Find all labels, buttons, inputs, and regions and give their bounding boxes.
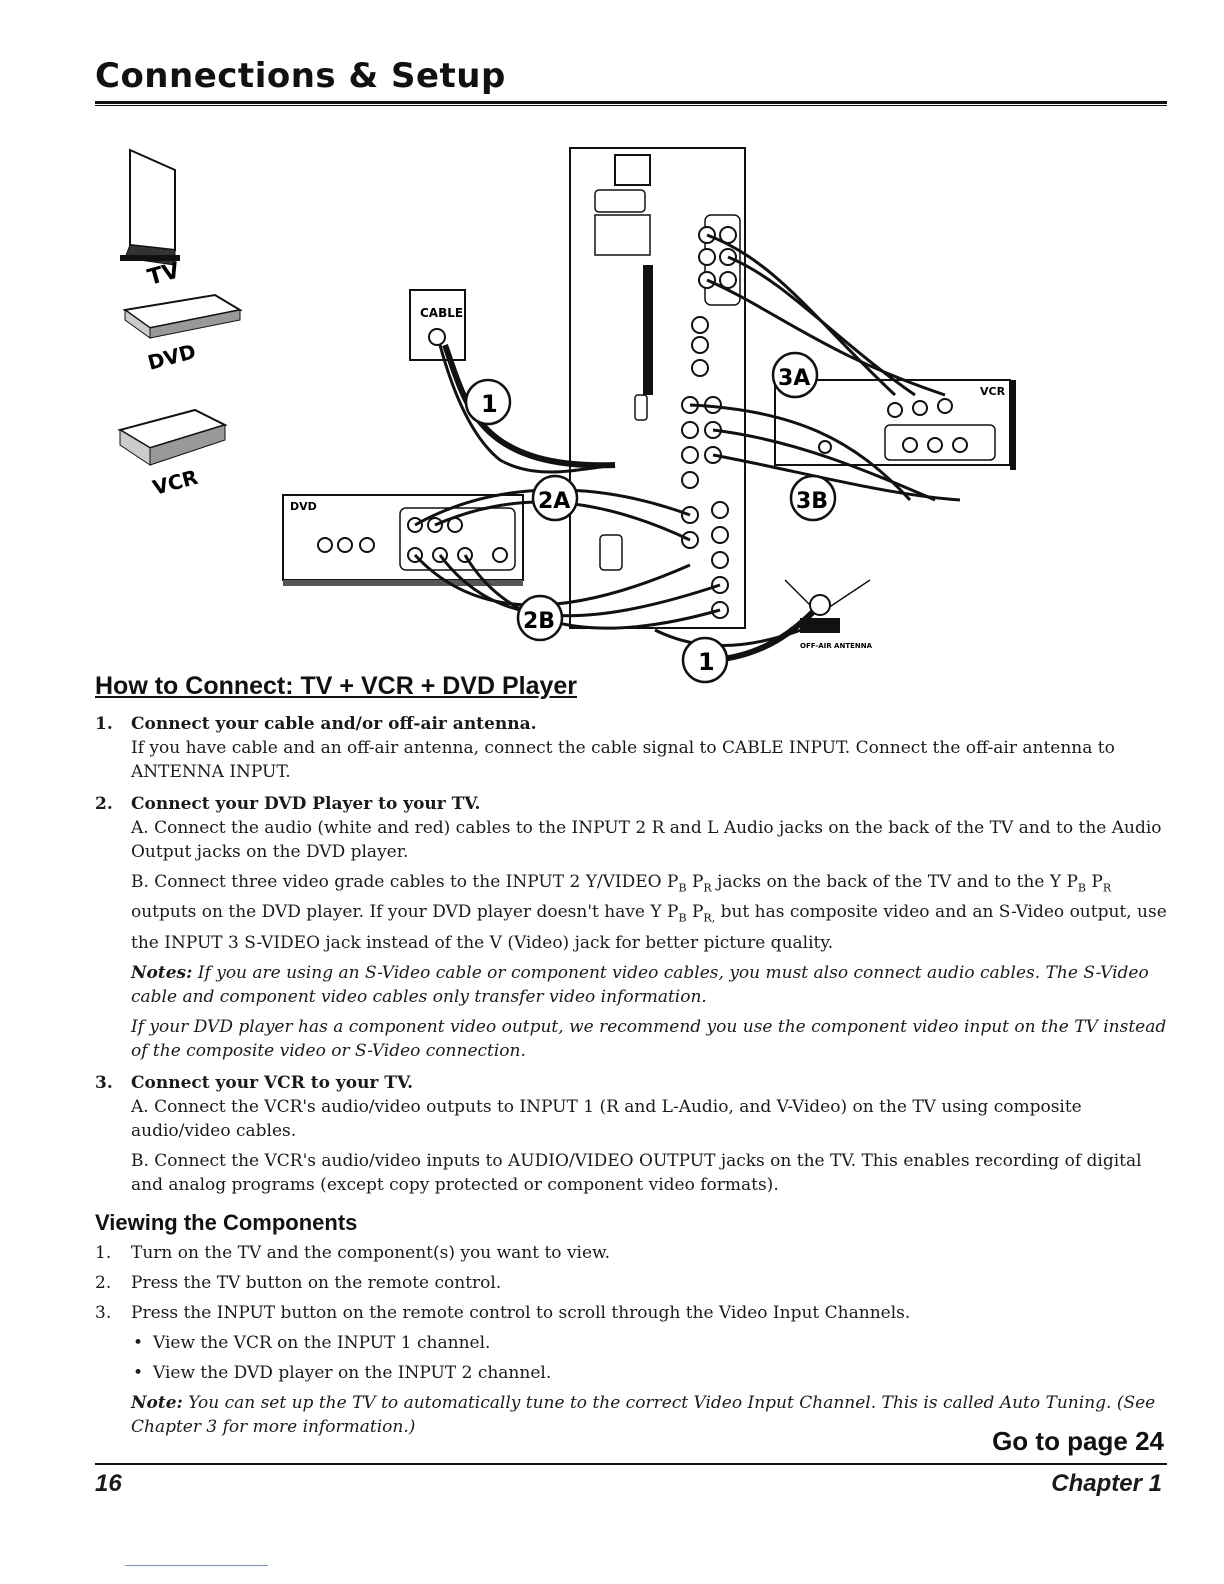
step-3: 3. Connect your VCR to your TV. A. Conne… — [95, 1071, 1167, 1197]
dvd-box-label: DVD — [290, 500, 317, 513]
goto-page-link[interactable]: Go to page 24 — [992, 1426, 1164, 1456]
viewing-item: 2.Press the TV button on the remote cont… — [95, 1272, 502, 1293]
step-number: 2. — [95, 794, 113, 814]
connection-diagram: TV DVD VCR — [95, 140, 1167, 700]
step-title: Connect your DVD Player to your TV. — [131, 794, 481, 814]
callout-2a: 2A — [531, 474, 579, 522]
instructions: 1. Connect your cable and/or off-air ant… — [95, 712, 1167, 1439]
tv-device-label: TV — [145, 258, 182, 290]
viewing-bullet: •View the VCR on the INPUT 1 channel. — [133, 1332, 491, 1353]
svg-text:3B: 3B — [796, 489, 828, 514]
dvd-device-icon — [122, 293, 243, 339]
svg-text:1: 1 — [481, 390, 498, 418]
header-rule — [95, 101, 1167, 104]
step-paragraph-a: A. Connect the VCR's audio/video outputs… — [131, 1096, 1082, 1141]
cable-wall-plate — [409, 289, 466, 361]
callout-3b: 3B — [789, 474, 837, 522]
step-title: Connect your cable and/or off-air antenn… — [131, 714, 537, 734]
callout-3a: 3A — [771, 351, 819, 399]
header-rule-thin — [95, 105, 1167, 106]
viewing-note: Note: You can set up the TV to automatic… — [131, 1392, 1156, 1437]
vcr-device-icon — [117, 408, 228, 466]
step-number: 1. — [95, 714, 113, 734]
svg-text:3A: 3A — [778, 366, 810, 391]
step-paragraph-a: A. Connect the audio (white and red) cab… — [131, 818, 1162, 862]
callout-2b: 2B — [516, 594, 564, 642]
svg-text:1: 1 — [698, 648, 715, 676]
step-paragraph-b: B. Connect the VCR's audio/video inputs … — [131, 1150, 1142, 1195]
tv-device-icon — [120, 148, 180, 266]
step-paragraph-b: B. Connect three video grade cables to t… — [131, 872, 1167, 953]
viewing-title: Viewing the Components — [95, 1209, 358, 1235]
step-1: 1. Connect your cable and/or off-air ant… — [95, 712, 1167, 784]
vcr-device-label: VCR — [150, 465, 200, 500]
dvd-device-label: DVD — [145, 339, 198, 375]
svg-text:2B: 2B — [523, 609, 555, 634]
cable-label: CABLE — [420, 306, 463, 320]
step-note: Notes: If you are using an S-Video cable… — [131, 962, 1149, 1007]
bottom-mark — [125, 1565, 268, 1566]
antenna-label: OFF-AIR ANTENNA — [800, 642, 873, 650]
callout-1-cable: 1 — [464, 378, 512, 426]
footer-rule — [95, 1463, 1167, 1465]
svg-text:2A: 2A — [538, 489, 570, 514]
page-number: 16 — [95, 1470, 122, 1497]
page-header-title: Connections & Setup — [95, 56, 506, 96]
step-note-recommend: If your DVD player has a component video… — [131, 1016, 1167, 1061]
viewing-bullet: •View the DVD player on the INPUT 2 chan… — [133, 1362, 552, 1383]
step-number: 3. — [95, 1072, 113, 1093]
step-paragraph: If you have cable and an off-air antenna… — [131, 738, 1115, 782]
viewing-item: 1.Turn on the TV and the component(s) yo… — [95, 1242, 610, 1263]
section-title: How to Connect: TV + VCR + DVD Player — [95, 672, 578, 700]
chapter-label: Chapter 1 — [1051, 1470, 1162, 1497]
step-2: 2. Connect your DVD Player to your TV. A… — [95, 792, 1167, 1063]
antenna-icon — [784, 579, 871, 633]
vcr-box-label: VCR — [980, 385, 1006, 398]
step-title: Connect your VCR to your TV. — [131, 1072, 414, 1093]
callout-1-antenna: 1 — [681, 636, 729, 684]
connection-diagram-svg: TV DVD VCR — [117, 147, 1016, 684]
viewing-item: 3.Press the INPUT button on the remote c… — [95, 1302, 911, 1323]
